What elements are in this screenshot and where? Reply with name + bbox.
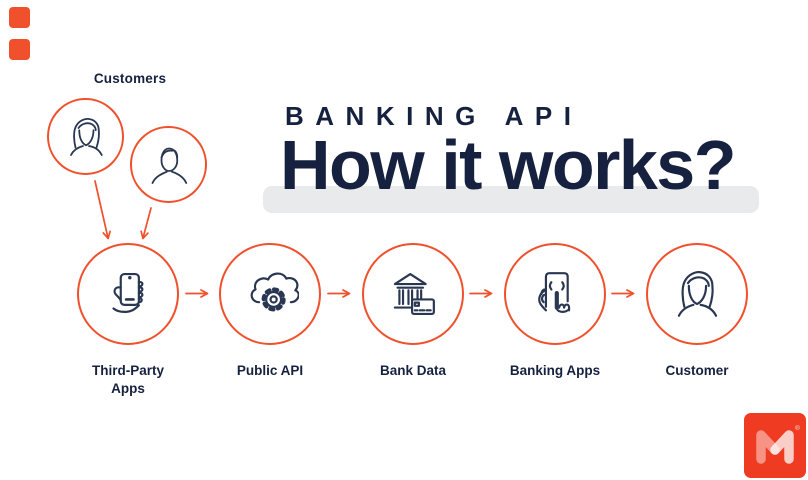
- step-circle-third-party-apps: [77, 243, 179, 345]
- brand-logo: ®: [744, 413, 806, 478]
- woman-icon: [62, 113, 110, 161]
- man-icon: [145, 141, 193, 189]
- step-label-third-party-apps: Third-Party Apps: [91, 363, 164, 396]
- m-logo-icon: ®: [756, 424, 800, 464]
- cloud-gear-icon: [241, 265, 299, 323]
- customers-label: Customers: [93, 71, 167, 86]
- eyebrow-title: BANKING API: [285, 101, 583, 131]
- decor-square-bottom: [9, 39, 30, 60]
- step-label-banking-apps: Banking Apps: [509, 363, 601, 378]
- step-label-customer: Customer: [665, 363, 729, 378]
- step-circle-public-api: [219, 243, 321, 345]
- step-circle-bank-data: [362, 243, 464, 345]
- customer-bubble-man: [130, 126, 207, 203]
- bank-card-icon: [384, 265, 442, 323]
- tablet-touch-icon: [526, 265, 584, 323]
- woman-icon: [668, 265, 726, 323]
- arrow-man-to-apps: [140, 207, 152, 240]
- page-title: How it works?: [280, 126, 736, 204]
- decor-square-top: [9, 7, 30, 28]
- step-circle-banking-apps: [504, 243, 606, 345]
- registered-mark: ®: [795, 424, 800, 432]
- title-highlight-bar: [263, 186, 759, 213]
- phone-in-hand-icon: [99, 265, 157, 323]
- step-label-bank-data: Bank Data: [379, 363, 447, 378]
- step-label-public-api: Public API: [236, 363, 304, 378]
- arrow-woman-to-apps: [94, 180, 111, 240]
- customer-bubble-woman: [47, 98, 124, 175]
- step-circle-customer: [646, 243, 748, 345]
